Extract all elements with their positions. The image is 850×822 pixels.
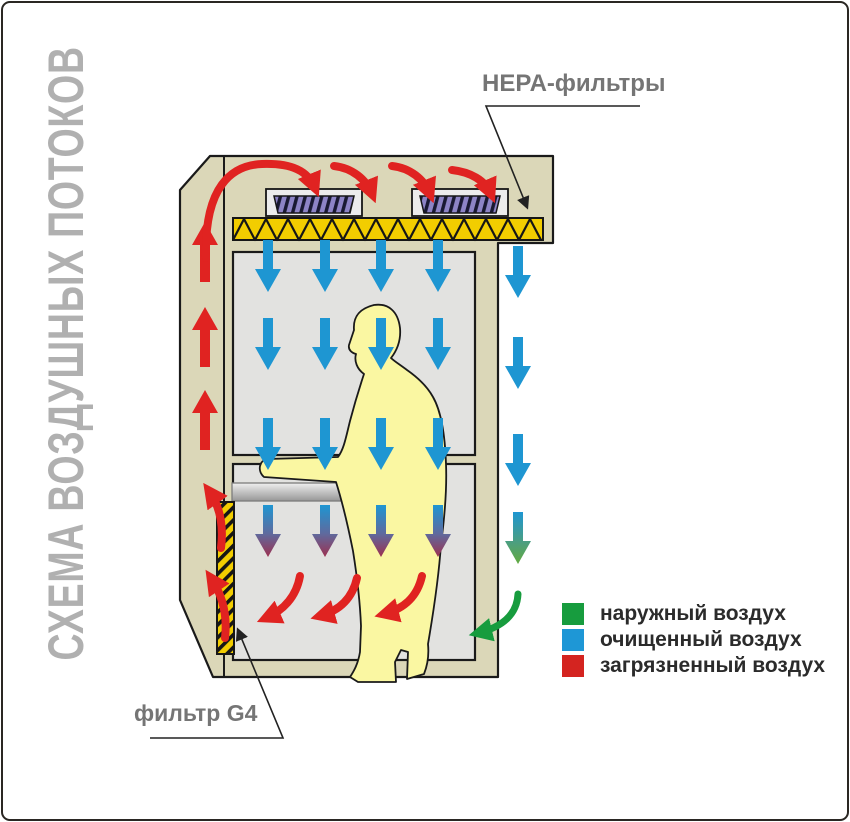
- hepa-callout-line: [484, 105, 640, 210]
- legend-item-outdoor-air: наружный воздух: [562, 602, 825, 625]
- legend-label: наружный воздух: [600, 602, 786, 625]
- g4-callout-line: [150, 627, 285, 739]
- contaminated-air-arrows: [192, 159, 497, 642]
- legend-item-contaminated-air: загрязненный воздух: [562, 654, 826, 677]
- clean-air-swatch: [562, 629, 584, 651]
- g4-filter-label: фильтр G4: [134, 700, 258, 726]
- outdoor-air-arrow: [468, 590, 522, 642]
- work-surface: [231, 482, 347, 502]
- contaminated-air-swatch: [562, 655, 584, 677]
- fan-impeller-icon: [273, 195, 355, 214]
- legend-item-clean-air: очищенный воздух: [562, 628, 825, 651]
- hepa-filters-label: HEPA-фильтры: [482, 70, 666, 97]
- legend-label: загрязненный воздух: [600, 654, 826, 677]
- legend-label: очищенный воздух: [600, 628, 802, 651]
- fan-unit-left: [265, 188, 363, 217]
- outdoor-air-swatch: [562, 603, 584, 625]
- hepa-filter-band: [232, 217, 544, 242]
- recirculating-air-arrows: [505, 246, 531, 564]
- operator-silhouette: [258, 303, 448, 683]
- legend: наружный воздух очищенный воздух загрязн…: [562, 602, 826, 677]
- fan-impeller-icon: [419, 195, 501, 214]
